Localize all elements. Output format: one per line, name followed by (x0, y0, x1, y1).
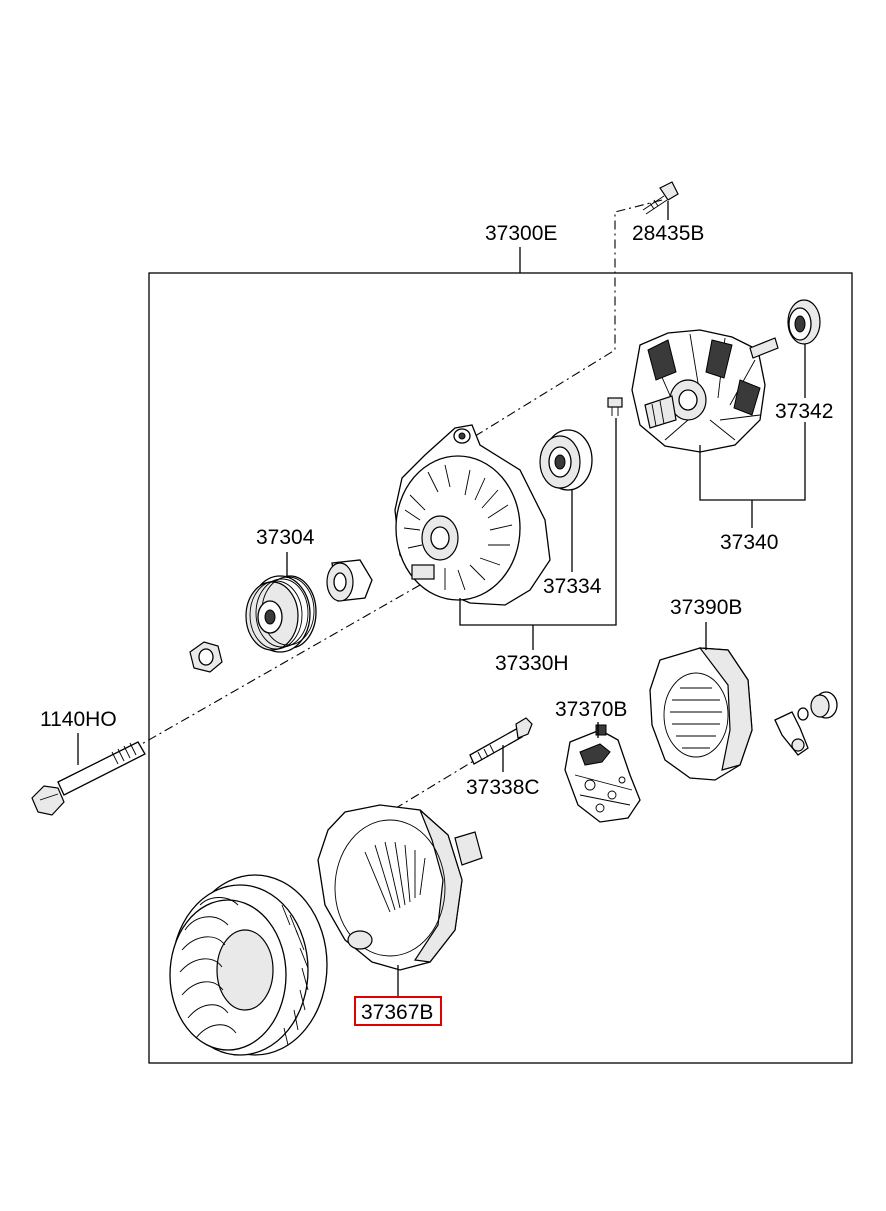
label-37304: 37304 (256, 526, 315, 549)
label-37342: 37342 (775, 400, 833, 423)
highlight-box-37367b (354, 996, 442, 1026)
part-terminal-connector[interactable] (774, 711, 809, 756)
label-37370b: 37370B (555, 698, 627, 721)
part-37340-rotor[interactable] (631, 329, 779, 453)
label-1140ho: 1140HO (40, 708, 117, 731)
part-37304-pulley[interactable] (245, 575, 317, 653)
label-37334: 37334 (543, 575, 602, 598)
part-37367b-rear-housing[interactable] (317, 804, 483, 971)
part-37338c-bolt[interactable] (469, 717, 533, 765)
part-spacer[interactable] (326, 559, 373, 602)
label-28435b: 28435B (632, 222, 704, 245)
label-37338c: 37338C (466, 776, 540, 799)
part-28435b-screw[interactable] (642, 181, 679, 215)
part-37334-bearing[interactable] (539, 429, 593, 491)
label-37340: 37340 (720, 531, 778, 554)
part-terminal-insulator[interactable] (797, 691, 838, 721)
label-37330h: 37330H (495, 652, 569, 675)
leader-37330h (459, 418, 617, 626)
part-stator[interactable] (169, 874, 328, 1056)
label-37367b[interactable]: 37367B (361, 1001, 433, 1024)
part-37330h-front-housing[interactable] (394, 424, 551, 606)
part-pulley-nut[interactable] (189, 641, 223, 673)
assembly-frame (148, 272, 853, 1064)
part-1140ho-bolt[interactable] (31, 741, 146, 816)
part-37390b-rear-cover[interactable] (649, 647, 753, 781)
part-37342-bearing[interactable] (787, 299, 821, 345)
label-37300e: 37300E (485, 222, 557, 245)
part-37370b-brush-holder[interactable] (564, 724, 641, 823)
label-37390b: 37390B (670, 596, 742, 619)
part-housing-screw[interactable] (607, 397, 623, 416)
